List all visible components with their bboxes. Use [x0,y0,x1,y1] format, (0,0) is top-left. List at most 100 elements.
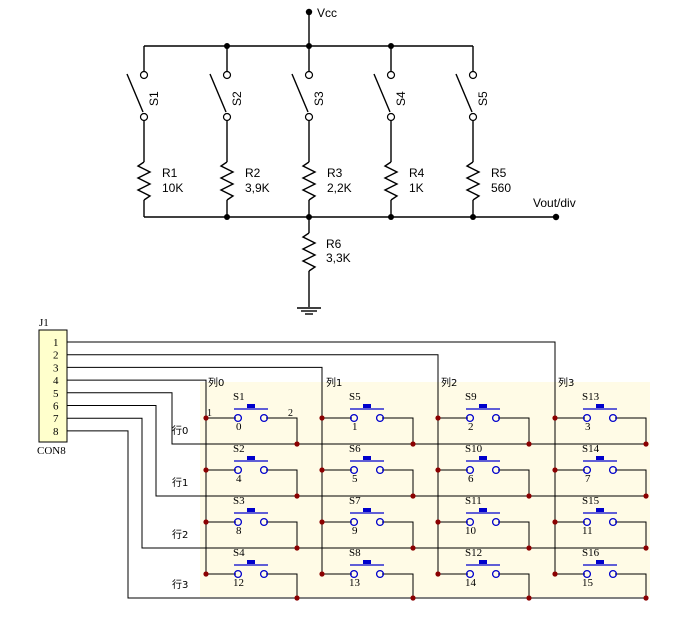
connector-body [38,329,68,443]
junction [319,415,325,421]
column-label: 列0 [208,376,224,389]
switch-contact [139,70,149,80]
switch-label: S3 [312,91,326,106]
switch-label: S5 [476,91,490,106]
vcc-terminal [305,8,313,16]
key-contact [259,465,269,475]
key-ref: S5 [349,391,361,403]
key-contact [465,517,475,527]
key-contact [608,465,618,475]
switch-label: S1 [147,91,161,106]
key-contact [233,517,243,527]
resistor-ref: R2 [245,166,261,180]
row-label: 行2 [172,528,188,541]
key-ref: S11 [465,495,482,507]
junction [203,415,209,421]
r6-value: 3,3K [326,251,351,265]
key-number: 15 [582,577,594,589]
key-plunger [363,560,371,564]
key-ref: S3 [233,495,245,507]
junction [203,467,209,473]
key-plunger [479,404,487,408]
resistor [301,161,317,201]
key-contact [582,465,592,475]
key-contact [259,569,269,579]
key-number: 1 [352,421,358,433]
vcc-label: Vcc [317,6,337,20]
junction [319,571,325,577]
key-ref: S14 [582,443,600,455]
switch-blade [455,73,473,113]
key-lead [382,417,414,444]
key-contact [375,413,385,423]
switch-contact [386,112,396,122]
column-label: 列2 [441,376,457,389]
key-plunger [363,456,371,460]
key-plunger [596,404,604,408]
junction [552,415,558,421]
row-wire [67,392,646,445]
key-switch: S5 1 [349,391,385,433]
junction [435,467,441,473]
key-ref: S2 [233,443,245,455]
switch-label: S4 [394,91,408,106]
key-contact [491,517,501,527]
key-contact [349,465,359,475]
connector-ref: J1 [39,317,49,329]
key-number: 14 [465,577,477,589]
key-lead [266,521,298,548]
key-switch: S3 8 [233,495,269,537]
resistor [383,161,399,201]
resistor-ref: R4 [409,166,425,180]
key-number: 8 [236,525,242,537]
column-wire [67,379,207,572]
junction [410,493,416,499]
column-wire [67,366,323,572]
row-label: 行3 [172,578,188,591]
key-lead [615,573,647,598]
junction [319,519,325,525]
key-plunger [596,456,604,460]
key-contact [259,517,269,527]
key-switch: S8 13 [349,547,385,589]
key-plunger [596,560,604,564]
resistor-ref: R3 [327,166,343,180]
key-contact [491,465,501,475]
switch-contact [222,70,232,80]
key-contact [375,569,385,579]
junction [552,571,558,577]
junction [526,545,532,551]
switch-contact [468,112,478,122]
key-switch: S92 [465,391,501,433]
key-switch: S65 [349,443,385,485]
switch-contact [139,112,149,122]
junction [294,595,300,601]
key-plunger [247,456,255,460]
key-number: 11 [582,525,593,537]
key-contact [465,569,475,579]
pin-label-2: 2 [288,408,293,419]
key-contact [375,517,385,527]
key-lead [498,469,530,496]
key-lead [266,417,298,444]
key-switch: S15 11 [582,495,618,537]
key-lead [615,417,647,444]
key-plunger [596,508,604,512]
junction [435,415,441,421]
key-ref: S8 [349,547,361,559]
key-contact [608,517,618,527]
key-number: 12 [233,577,244,589]
resistor [136,161,152,201]
junction [643,545,649,551]
key-number: 6 [468,473,474,485]
key-plunger [363,404,371,408]
key-plunger [479,508,487,512]
key-number: 13 [349,577,361,589]
key-ref: S15 [582,495,600,507]
connector-pin-number: 6 [53,401,59,413]
key-ref: S4 [233,547,245,559]
